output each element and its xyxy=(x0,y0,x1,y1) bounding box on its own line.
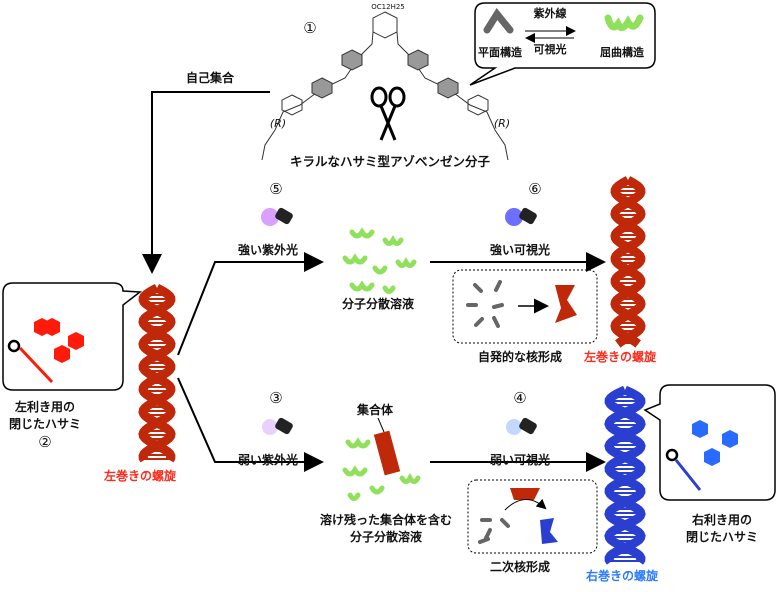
branch-lower-arrow xyxy=(177,377,324,472)
bent-label: 屈曲構造 xyxy=(600,46,644,59)
step-6-number: ⑥ xyxy=(528,180,542,198)
left-scissors-bubble xyxy=(2,282,143,391)
step-3-number: ③ xyxy=(269,389,283,407)
dispersed-molecules-lower xyxy=(342,437,421,501)
right-scissors-line1: 右利き用の xyxy=(691,513,753,527)
step-2-number: ② xyxy=(38,433,52,451)
uv-label: 紫外線 xyxy=(533,7,567,20)
weak-uv-label: 弱い紫外光 xyxy=(237,453,299,467)
lamp-strong-uv-icon xyxy=(261,207,293,226)
strong-uv-label: 強い紫外光 xyxy=(237,243,299,257)
aggregate-label: 集合体 xyxy=(356,403,394,417)
core-ring xyxy=(372,11,398,39)
weak-vis-label: 弱い可視光 xyxy=(489,453,551,467)
spontaneous-nucleation-graphic xyxy=(466,280,577,328)
lower-result-label: 右巻きの螺旋 xyxy=(585,569,659,583)
lamp-strong-visible-icon xyxy=(505,207,537,226)
branch-upper-arrow xyxy=(177,252,324,356)
substituent-label: OC12H25 xyxy=(371,3,405,11)
solution-line1: 溶け残った集合体を含む xyxy=(319,513,453,527)
molecule-caption: キラルなハサミ型アゾベンゼン分子 xyxy=(289,154,491,169)
lamp-weak-uv-icon xyxy=(262,417,293,435)
left-scissors-line1: 左利き用の xyxy=(14,400,76,414)
dispersed-label: 分子分散溶液 xyxy=(341,297,415,311)
upper-result-label: 左巻きの螺旋 xyxy=(583,350,657,364)
chirality-right: (R) xyxy=(493,117,511,130)
bent-shape xyxy=(604,14,644,31)
dispersed-molecules-upper xyxy=(342,227,417,294)
secondary-nucleation-box xyxy=(467,479,598,554)
step-5-number: ⑤ xyxy=(269,180,283,198)
solution-line2: 分子分散溶液 xyxy=(349,530,423,544)
left-scissors-line2: 閉じたハサミ xyxy=(8,417,82,431)
step-1-number: ① xyxy=(303,19,317,37)
lower-right-helix xyxy=(604,385,646,565)
right-scissors-line2: 閉じたハサミ xyxy=(685,530,759,544)
nucleation-box xyxy=(452,269,598,344)
chirality-left: (R) xyxy=(269,117,287,130)
left-helix-label: 左巻きの螺旋 xyxy=(103,469,177,483)
azobenzene-molecule xyxy=(261,11,509,161)
step-4-number: ④ xyxy=(513,389,527,407)
nucleation-label: 自発的な核形成 xyxy=(477,350,563,364)
upper-right-helix xyxy=(610,176,646,348)
lamp-weak-visible-icon xyxy=(506,417,537,435)
speech-bubble-conformation xyxy=(469,2,656,86)
strong-vis-label: 強い可視光 xyxy=(489,243,551,257)
self-assembly-label: 自己集合 xyxy=(185,71,235,85)
secondary-label: 二次核形成 xyxy=(489,560,551,574)
self-assembly-arrow xyxy=(142,91,270,274)
secondary-nucleation-graphic xyxy=(478,488,558,544)
planar-label: 平面構造 xyxy=(478,46,522,59)
vis-label: 可視光 xyxy=(533,43,567,56)
aggregate-pointer xyxy=(377,417,385,433)
left-helix xyxy=(138,283,176,463)
right-scissors-bubble xyxy=(643,384,776,501)
scissors-icon xyxy=(370,86,406,141)
aggregate-fragment xyxy=(373,430,401,476)
planar-shape xyxy=(483,7,514,34)
